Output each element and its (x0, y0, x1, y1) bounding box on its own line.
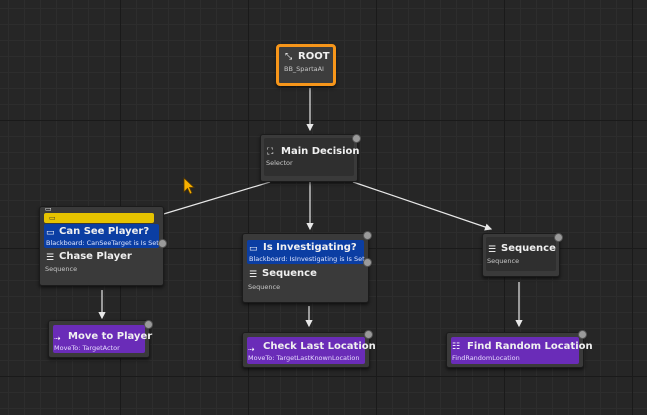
wire-main-seqright (352, 181, 493, 231)
moveto-icon: ⇢ (248, 345, 255, 354)
is-investigating-subtitle: Blackboard: IsInvestigating is Is Set (249, 255, 365, 263)
root-node[interactable]: ⤡ ROOT BB_SpartaAI (276, 44, 336, 86)
wire-main-chase (155, 181, 271, 218)
is-investigating-decorator[interactable]: ▭ Is Investigating? Blackboard: IsInvest… (247, 240, 365, 264)
moveto-icon: ⇢ (54, 334, 61, 343)
move-to-player-subtitle: MoveTo: TargetActor (54, 344, 120, 352)
sequence-icon: ☰ (249, 270, 258, 280)
is-investigating-title: Is Investigating? (263, 242, 357, 253)
check-last-location-subtitle: MoveTo: TargetLastKnownLocation (248, 354, 360, 362)
root-icon: ⤡ (285, 52, 293, 62)
chase-player-title: Chase Player (59, 251, 132, 262)
sequence-right-node[interactable]: ☰ Sequence Sequence (482, 233, 563, 277)
main-decision-title: Main Decision (281, 146, 360, 157)
sequence-icon: ☰ (488, 245, 497, 255)
find-random-location-title: Find Random Location (467, 341, 593, 352)
root-subtitle: BB_SpartaAI (284, 65, 324, 73)
decorator-pin[interactable] (363, 231, 372, 240)
sequence-mid-title: Sequence (262, 268, 317, 279)
task-icon: ☷ (452, 342, 461, 352)
find-random-location-node[interactable]: ☷ Find Random Location FindRandomLocatio… (446, 330, 593, 368)
can-see-player-decorator[interactable]: ▭ Can See Player? Blackboard: CanSeeTarg… (44, 224, 159, 248)
blackboard-icon: ▭ (46, 228, 55, 238)
chase-player-node[interactable]: ▭ ▭ ▭ Can See Player? Blackboard: CanSee… (39, 205, 167, 286)
sequence-right-subtitle: Sequence (487, 257, 520, 265)
comment-icon: ▭ (45, 205, 52, 213)
comment-icon-small: ▭ (49, 214, 56, 222)
decorator-pin[interactable] (363, 258, 372, 267)
can-see-player-subtitle: Blackboard: CanSeeTarget is Is Set (46, 239, 159, 247)
sequence-icon: ☰ (46, 253, 55, 263)
output-pin[interactable] (578, 330, 587, 339)
sequence-mid-subtitle: Sequence (248, 283, 281, 291)
sequence-mid-node[interactable]: ▭ Is Investigating? Blackboard: IsInvest… (242, 231, 372, 303)
output-pin[interactable] (144, 320, 153, 329)
move-to-player-node[interactable]: ⇢ Move to Player MoveTo: TargetActor (48, 320, 153, 358)
output-pin[interactable] (352, 134, 361, 143)
output-pin[interactable] (364, 330, 373, 339)
can-see-player-title: Can See Player? (59, 226, 150, 237)
find-random-location-subtitle: FindRandomLocation (452, 354, 520, 362)
selector-icon: ⛶ (267, 147, 274, 157)
main-decision-subtitle: Selector (266, 159, 293, 167)
chase-player-subtitle: Sequence (45, 265, 78, 273)
sequence-right-title: Sequence (501, 243, 556, 254)
decorator-pin[interactable] (158, 239, 167, 248)
selection-highlight (44, 213, 154, 223)
blackboard-icon: ▭ (249, 244, 258, 254)
check-last-location-title: Check Last Location (263, 341, 376, 352)
move-to-player-title: Move to Player (68, 331, 153, 342)
mouse-cursor-icon (183, 177, 196, 195)
root-title: ROOT (298, 51, 330, 62)
check-last-location-node[interactable]: ⇢ Check Last Location MoveTo: TargetLast… (242, 330, 376, 368)
output-pin[interactable] (554, 233, 563, 242)
main-decision-node[interactable]: ⛶ Main Decision Selector (260, 134, 361, 182)
